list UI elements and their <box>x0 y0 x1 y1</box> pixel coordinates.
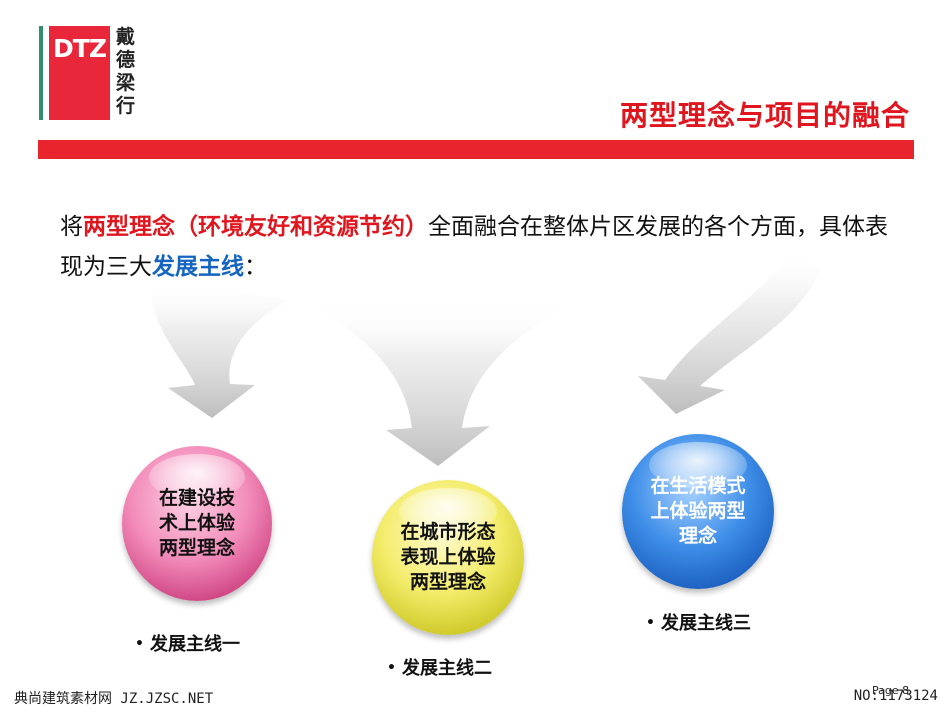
bubble-lifestyle: 在生活模式 上体验两型 理念 <box>622 434 774 589</box>
intro-text: 全面融合在整体片区发展的各个方面，具体表现为三大 <box>60 214 888 280</box>
mainline-label-3: 发展主线三 <box>646 609 751 635</box>
logo-accent-line <box>39 26 43 120</box>
bubble-text: 在生活模式 上体验两型 理念 <box>650 475 746 547</box>
page-number: Page 8 <box>872 684 910 697</box>
dtz-logo: DTZ <box>49 26 110 120</box>
arrow-left <box>150 280 290 418</box>
intro-highlight-concept: 两型理念（环境友好和资源节约） <box>83 214 428 240</box>
arrow-right <box>638 250 820 414</box>
logo-char: 梁 <box>116 72 136 94</box>
logo-char: 德 <box>116 49 136 71</box>
logo-mark: DTZ <box>53 34 107 63</box>
arrow-center <box>300 300 580 466</box>
footer-watermark: 典尚建筑素材网 JZ.JZSC.NET <box>14 691 214 707</box>
logo-company-name: 戴 德 梁 行 <box>116 26 144 118</box>
mainline-label-1: 发展主线一 <box>135 630 240 656</box>
mainline-label-2: 发展主线二 <box>387 654 492 680</box>
intro-paragraph: 将两型理念（环境友好和资源节约）全面融合在整体片区发展的各个方面，具体表现为三大… <box>60 207 900 287</box>
bubble-text: 在建设技 术上体验 两型理念 <box>158 487 235 559</box>
intro-text: ： <box>244 254 267 280</box>
bubble-text: 在城市形态 表现上体验 两型理念 <box>400 521 496 593</box>
slide-title: 两型理念与项目的融合 <box>619 99 910 132</box>
logo-char: 行 <box>116 95 136 117</box>
header-red-bar <box>38 140 914 159</box>
intro-highlight-mainlines: 发展主线 <box>152 254 244 280</box>
bubble-construction-tech: 在建设技 术上体验 两型理念 <box>122 446 272 601</box>
bubble-urban-form: 在城市形态 表现上体验 两型理念 <box>372 480 524 635</box>
logo-char: 戴 <box>116 26 136 48</box>
intro-text: 将 <box>60 214 83 240</box>
footer-id: NO:1173124 <box>853 688 938 704</box>
